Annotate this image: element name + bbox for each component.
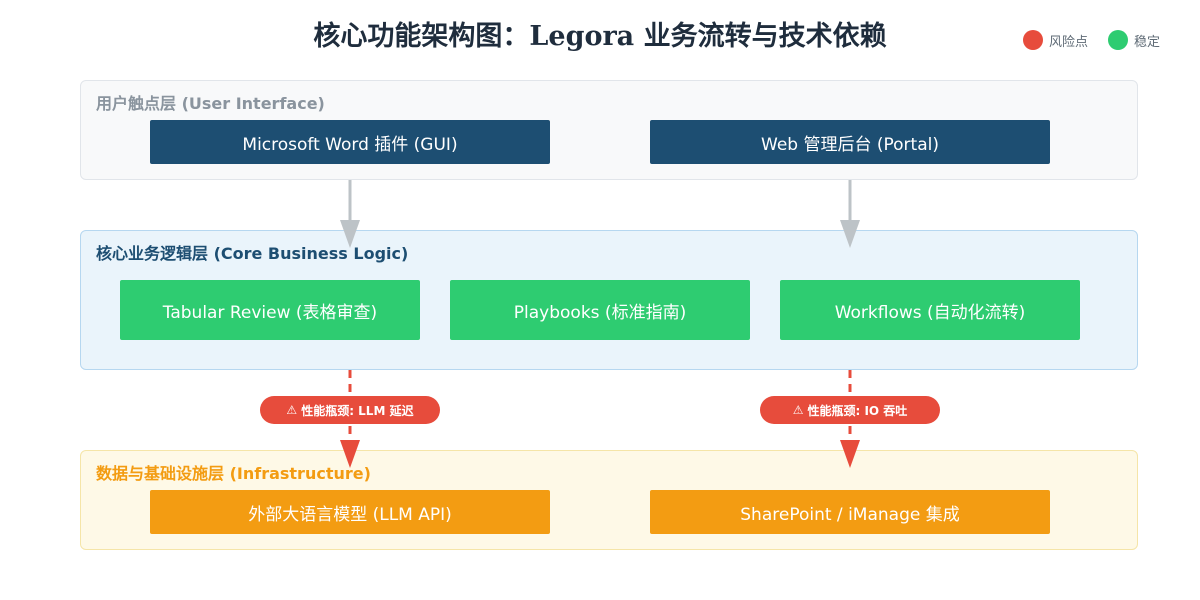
legend: 风险点 稳定	[1022, 30, 1160, 50]
llm-api-box: 外部大语言模型 (LLM API)	[150, 490, 550, 534]
tabular-review-box: Tabular Review (表格审查)	[120, 280, 420, 340]
ui-layer-label: 用户触点层 (User Interface)	[96, 94, 325, 113]
legend-label-risk: 风险点	[1048, 34, 1088, 50]
legend-item-risk: 风险点	[1022, 30, 1088, 50]
legend-label-stable: 稳定	[1133, 34, 1160, 50]
bottleneck-badge-io: ⚠ 性能瓶颈: IO 吞吐	[760, 396, 940, 424]
warning-icon: ⚠	[286, 403, 298, 417]
bottleneck-badge-llm: ⚠ 性能瓶颈: LLM 延迟	[260, 396, 440, 424]
diagram-title: 核心功能架构图：Legora 业务流转与技术依赖	[313, 21, 887, 52]
playbooks-box: Playbooks (标准指南)	[450, 280, 750, 340]
web-portal-box: Web 管理后台 (Portal)	[650, 120, 1050, 164]
stable-dot-icon	[1107, 30, 1128, 50]
bottleneck-label-llm: 性能瓶颈: LLM 延迟	[301, 403, 414, 418]
warning-icon: ⚠	[792, 403, 804, 417]
legend-item-stable: 稳定	[1107, 30, 1160, 50]
sharepoint-imanage-box: SharePoint / iManage 集成	[650, 490, 1050, 534]
core-layer-label: 核心业务逻辑层 (Core Business Logic)	[96, 244, 409, 263]
workflows-box: Workflows (自动化流转)	[780, 280, 1080, 340]
risk-dot-icon	[1022, 30, 1043, 50]
bottleneck-label-io: 性能瓶颈: IO 吞吐	[807, 403, 908, 418]
word-plugin-box: Microsoft Word 插件 (GUI)	[150, 120, 550, 164]
infra-layer-label: 数据与基础设施层 (Infrastructure)	[96, 464, 371, 483]
